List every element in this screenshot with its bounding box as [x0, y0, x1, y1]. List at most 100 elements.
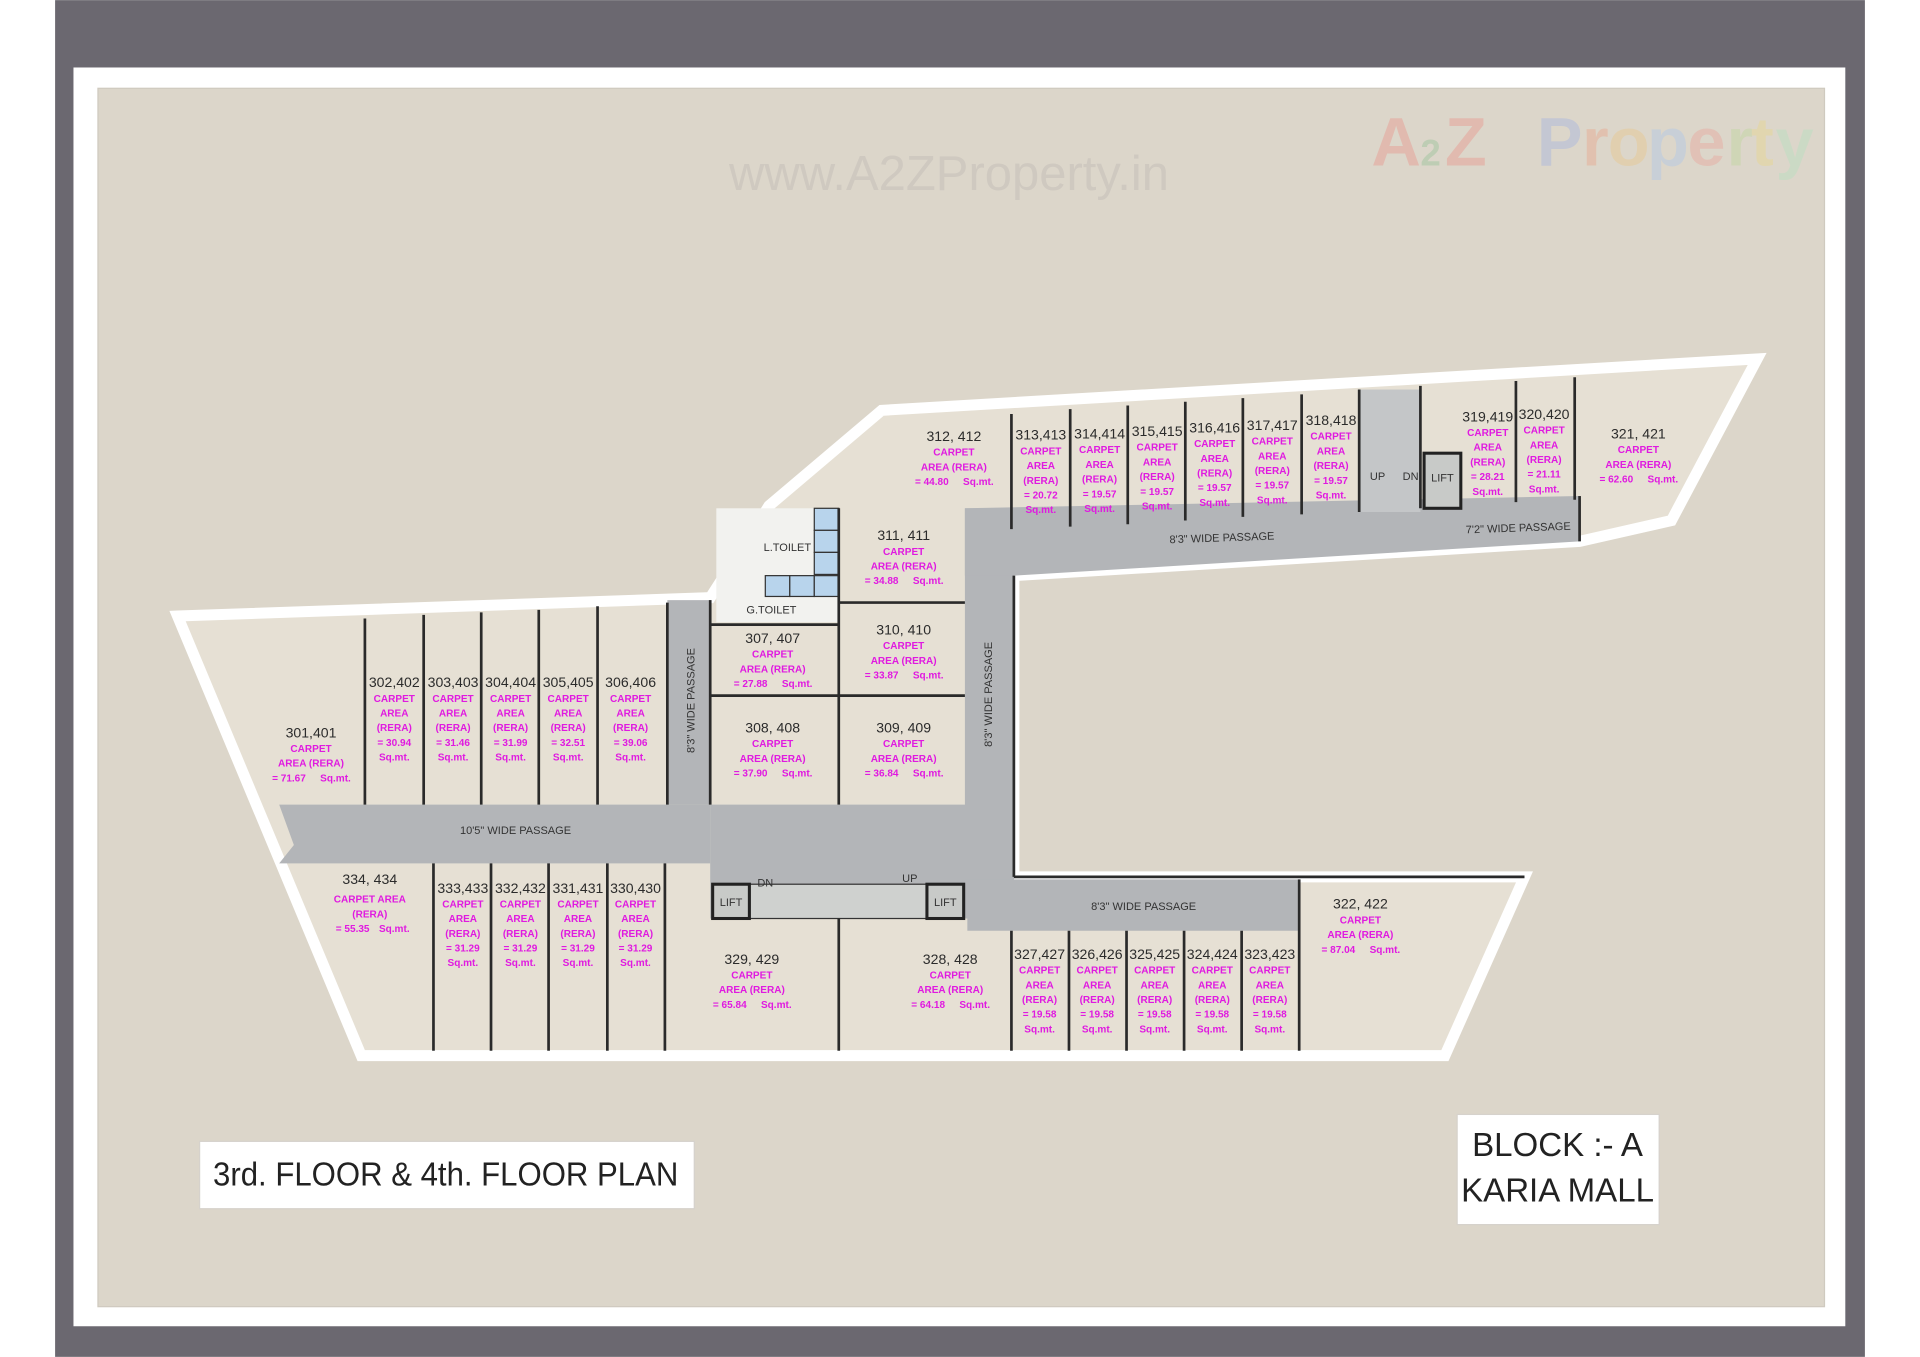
- area-unit: Sq.mt.: [1316, 490, 1347, 501]
- area-label: AREA (RERA): [1327, 930, 1393, 941]
- passage-label: 8'3" WIDE PASSAGE: [1169, 531, 1274, 547]
- watermark-url: www.A2ZProperty.in: [728, 147, 1169, 201]
- carpet-label: CARPET: [883, 547, 925, 558]
- carpet-label: CARPET: [1020, 446, 1062, 457]
- unit-number: 315,415: [1132, 423, 1183, 439]
- svg-text:r: r: [1582, 103, 1609, 180]
- carpet-area-value: = 19.58: [1080, 1010, 1114, 1021]
- area-unit: Sq.mt.: [1139, 1024, 1170, 1035]
- carpet-area-value: = 33.87: [865, 671, 899, 682]
- area-unit: Sq.mt.: [1025, 505, 1056, 516]
- rera-label: (RERA): [560, 929, 595, 940]
- area-unit: Sq.mt.: [505, 958, 536, 969]
- carpet-label: CARPET: [1079, 445, 1121, 456]
- carpet-label: CARPET: [1077, 966, 1119, 977]
- carpet-label: CARPET: [1467, 428, 1509, 439]
- carpet-label: CARPET: [1252, 437, 1294, 448]
- unit-number: 324,424: [1187, 946, 1238, 962]
- area-label: AREA: [1027, 461, 1055, 472]
- area-unit: Sq.mt.: [913, 671, 944, 682]
- carpet-area-value: = 19.57: [1140, 487, 1174, 498]
- svg-text:2: 2: [1420, 132, 1440, 173]
- area-label: AREA: [1200, 454, 1228, 465]
- area-label: AREA (RERA): [871, 656, 937, 667]
- unit-number: 320,420: [1519, 406, 1570, 422]
- area-unit: Sq.mt.: [1529, 484, 1560, 495]
- carpet-label: CARPET: [1192, 966, 1234, 977]
- carpet-label: CARPET: [731, 971, 773, 982]
- carpet-label: CARPET: [615, 899, 657, 910]
- unit-number: 326,426: [1072, 946, 1123, 962]
- area-unit: Sq.mt.: [959, 1000, 990, 1011]
- rera-label: (RERA): [1082, 475, 1117, 486]
- rera-label: (RERA): [618, 929, 653, 940]
- unit-number: 311, 411: [877, 527, 930, 543]
- carpet-area-value: = 19.58: [1023, 1010, 1057, 1021]
- area-label: AREA (RERA): [1605, 460, 1671, 471]
- area-unit: Sq.mt.: [963, 477, 994, 488]
- rera-label: (RERA): [1527, 455, 1562, 466]
- area-unit: Sq.mt.: [448, 958, 479, 969]
- unit-number: 304,404: [485, 674, 536, 690]
- carpet-area-value: = 21.11: [1527, 470, 1561, 481]
- area-unit: Sq.mt.: [620, 958, 651, 969]
- carpet-label: CARPET: [930, 971, 972, 982]
- unit-number: 330,430: [610, 880, 661, 896]
- passages: [279, 389, 1580, 931]
- area-unit: Sq.mt.: [438, 753, 469, 764]
- area-label: AREA: [1085, 460, 1113, 471]
- carpet-area-value: = 30.94: [377, 738, 411, 749]
- dn-label: DN: [1403, 471, 1419, 483]
- unit-number: 322, 422: [1333, 896, 1388, 912]
- area-unit: Sq.mt.: [782, 768, 813, 779]
- carpet-area-value: = 34.88: [865, 576, 899, 587]
- area-unit: Sq.mt.: [379, 924, 410, 935]
- area-unit: Sq.mt.: [1024, 1024, 1055, 1035]
- carpet-area-value: = 20.72: [1024, 490, 1058, 501]
- carpet-area-value: = 19.57: [1083, 489, 1117, 500]
- area-unit: Sq.mt.: [1197, 1024, 1228, 1035]
- unit-number: 302,402: [369, 674, 420, 690]
- area-label: AREA: [506, 914, 534, 925]
- carpet-area-value: = 39.06: [614, 738, 648, 749]
- carpet-label: CARPET: [1137, 443, 1179, 454]
- stair-lower: [748, 883, 928, 920]
- carpet-label: CARPET: [883, 739, 925, 750]
- unit-number: 333,433: [437, 880, 488, 896]
